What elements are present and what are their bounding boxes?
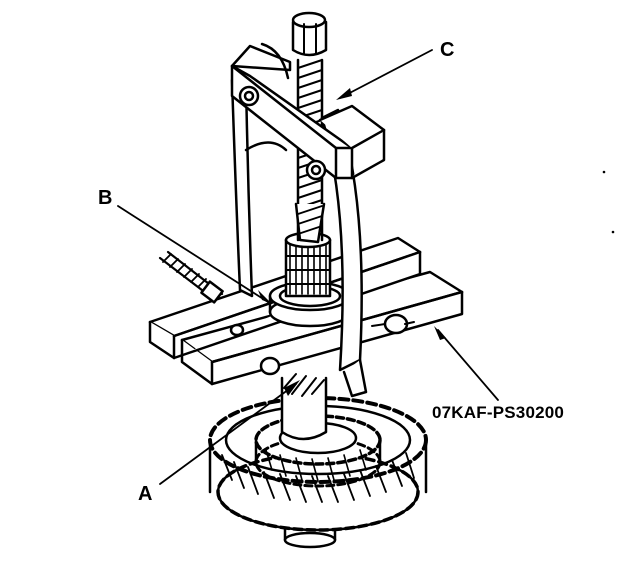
plate-bolt-heads <box>229 313 415 376</box>
puller-yoke-c <box>230 42 386 181</box>
tool-part-number: 07KAF-PS30200 <box>432 403 565 422</box>
leader-part <box>437 329 499 401</box>
splitter-bolt <box>158 250 224 304</box>
screw-hex-head <box>291 11 328 57</box>
callout-a: A <box>138 483 153 505</box>
puller-arm-left <box>230 78 288 298</box>
dot-mark <box>602 170 606 174</box>
leader-c <box>339 49 433 99</box>
dot-mark <box>611 230 615 234</box>
splined-collar <box>284 231 332 298</box>
leader-a <box>159 383 297 485</box>
leader-b <box>117 205 269 303</box>
leader-lines <box>117 49 499 485</box>
shaft-a <box>280 373 328 441</box>
callout-c: C <box>440 39 455 61</box>
callout-b: B <box>98 187 113 209</box>
